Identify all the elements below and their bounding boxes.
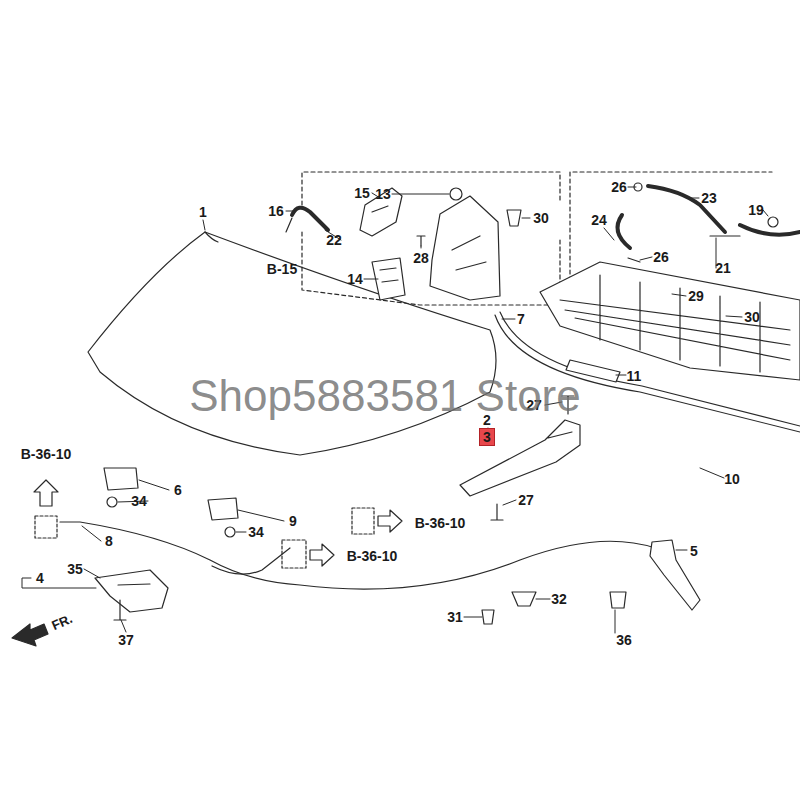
callout-number: 3	[483, 430, 491, 444]
section-reference: B-36-10	[345, 548, 400, 564]
callout-number: 21	[713, 260, 733, 276]
ref-box	[282, 540, 306, 568]
clip-part	[768, 217, 778, 227]
nut-part	[225, 527, 235, 537]
callout-number: 31	[445, 609, 465, 625]
clip-part	[512, 592, 536, 606]
callout-number: 9	[287, 513, 299, 529]
clip-part	[507, 210, 521, 226]
callout-number: 30	[531, 210, 551, 226]
callout-number: 28	[411, 250, 431, 266]
callout-number: 4	[34, 570, 46, 586]
callout-number: 37	[116, 632, 136, 648]
section-reference: B-36-10	[19, 446, 74, 462]
hose-part	[648, 186, 725, 232]
joint-part	[628, 236, 740, 262]
callout-number: 23	[699, 190, 719, 206]
clip-part	[610, 592, 626, 608]
bolt-part	[114, 600, 126, 620]
callout-number: 24	[589, 212, 609, 228]
hinge-bracket	[430, 196, 500, 300]
ref-arrow	[310, 544, 334, 566]
callout-number: 10	[722, 471, 742, 487]
group-bracket	[302, 172, 560, 305]
callout-number: 26	[651, 249, 671, 265]
cowl-grille	[560, 275, 790, 372]
screw-part	[417, 236, 425, 246]
nut-part	[107, 497, 117, 507]
callout-number: 29	[686, 288, 706, 304]
callout-number: 15	[352, 185, 372, 201]
callout-number: 13	[373, 186, 393, 202]
bracket-part	[208, 498, 238, 520]
callout-number: 5	[688, 543, 700, 559]
watermark: Shop5883581 Store	[187, 373, 582, 419]
callout-number: 22	[324, 232, 344, 248]
hose-part	[618, 215, 631, 248]
latch-part	[95, 570, 168, 612]
clip-part	[482, 610, 494, 624]
cable-part	[212, 548, 290, 574]
callout-number: 26	[609, 179, 629, 195]
ref-arrow	[34, 480, 58, 506]
highlight-box: 3	[479, 428, 495, 446]
hood-edge	[205, 232, 218, 242]
section-reference: B-15	[265, 261, 299, 277]
callout-number: 30	[742, 309, 762, 325]
callout-number: 34	[129, 493, 149, 509]
leader-line	[22, 187, 768, 633]
callout-number: 34	[246, 524, 266, 540]
callout-number: 8	[103, 533, 115, 549]
callout-number: 16	[266, 203, 286, 219]
callout-number: 35	[65, 561, 85, 577]
section-reference: B-36-10	[413, 515, 468, 531]
front-arrow	[12, 624, 48, 646]
callout-number: 19	[746, 202, 766, 218]
callout-number: 11	[625, 368, 644, 384]
ref-arrow	[286, 218, 292, 232]
hinge-part	[460, 420, 580, 496]
front-marker: FR.	[48, 610, 77, 634]
callout-number: 14	[345, 271, 365, 287]
handle-part	[650, 540, 700, 610]
hose-part	[292, 208, 328, 230]
ref-arrow	[378, 510, 402, 532]
callout-number: 1	[197, 204, 209, 220]
clip-part	[450, 188, 462, 200]
callout-number: 27	[516, 492, 536, 508]
callout-number: 7	[515, 311, 527, 327]
callout-number: 6	[172, 482, 184, 498]
callout-number: 36	[614, 632, 634, 648]
ref-box	[352, 508, 374, 534]
bracket-part	[104, 468, 138, 490]
ref-box	[35, 516, 57, 538]
callout-number: 32	[549, 591, 569, 607]
